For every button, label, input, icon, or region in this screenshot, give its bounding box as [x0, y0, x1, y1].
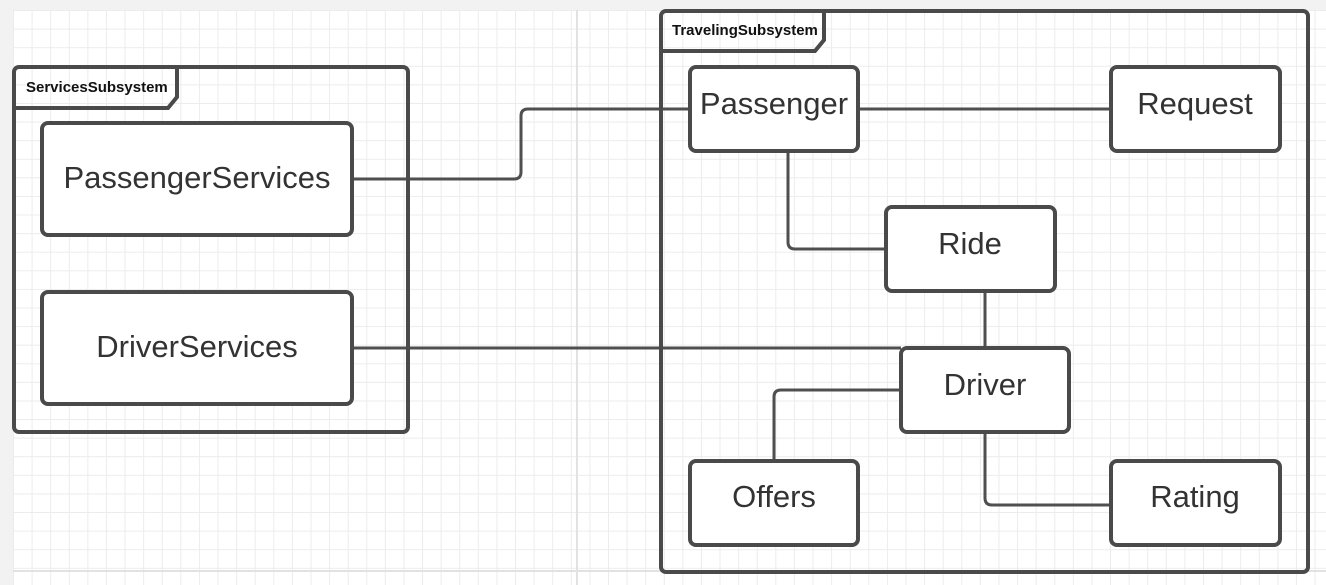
- page-break-vertical: [576, 10, 578, 585]
- connector-driver-rating[interactable]: [983, 431, 1111, 507]
- connector-lines: [352, 107, 1111, 507]
- class-request[interactable]: Request: [1109, 65, 1282, 153]
- package-name-tab: [661, 11, 826, 53]
- class-offers[interactable]: Offers: [688, 459, 860, 547]
- class-driver[interactable]: Driver: [899, 346, 1071, 434]
- connector-driver-offers[interactable]: [772, 388, 901, 461]
- package-name-tab: [14, 67, 179, 110]
- canvas-top-margin: [0, 0, 1326, 10]
- class-passengerservices[interactable]: PassengerServices: [40, 121, 354, 237]
- package-traveling-name: TravelingSubsystem: [672, 22, 818, 39]
- class-label: Ride: [938, 226, 1002, 261]
- class-rating[interactable]: Rating: [1109, 459, 1282, 547]
- class-label: DriverServices: [96, 329, 298, 364]
- class-label: Rating: [1150, 479, 1240, 514]
- class-label: PassengerServices: [63, 160, 330, 195]
- class-driverservices[interactable]: DriverServices: [40, 290, 354, 406]
- package-services-subsystem[interactable]: ServicesSubsystem: [12, 65, 410, 434]
- class-ride[interactable]: Ride: [884, 205, 1057, 293]
- class-label: Passenger: [700, 86, 848, 121]
- canvas-left-margin: [0, 0, 13, 585]
- class-label: Driver: [944, 367, 1027, 402]
- connector-passengerservices-passenger[interactable]: [352, 107, 690, 181]
- package-services-name: ServicesSubsystem: [26, 79, 168, 96]
- package-frame: [659, 9, 1310, 574]
- connector-passenger-ride[interactable]: [786, 150, 886, 251]
- class-label: Offers: [732, 479, 816, 514]
- package-traveling-subsystem[interactable]: TravelingSubsystem: [659, 9, 1310, 574]
- package-frame: [12, 65, 410, 434]
- class-label: Request: [1137, 86, 1253, 121]
- class-passenger[interactable]: Passenger: [688, 65, 860, 153]
